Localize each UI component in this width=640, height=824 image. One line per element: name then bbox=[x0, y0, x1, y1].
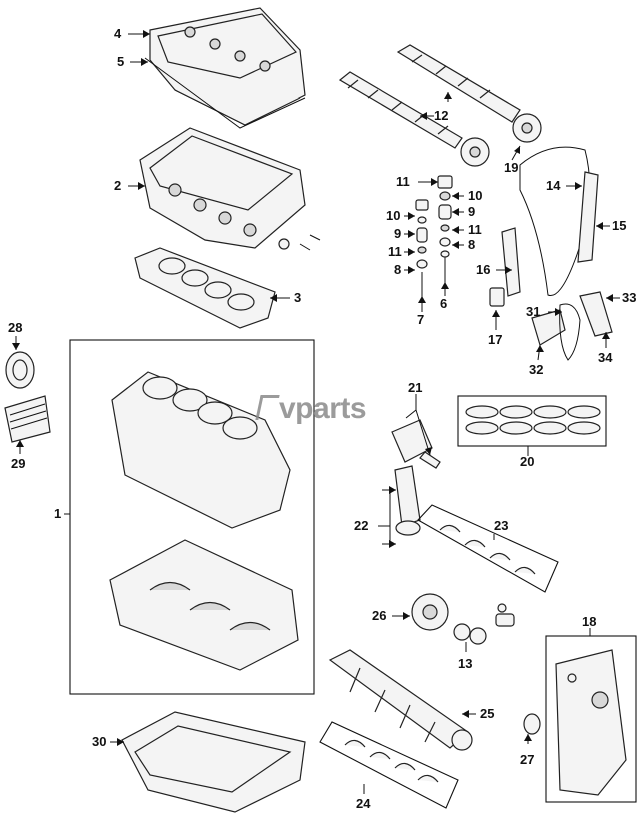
callout-19: 19 bbox=[504, 160, 518, 175]
callout-9-right: 9 bbox=[468, 204, 475, 219]
callout-1: 1 bbox=[54, 506, 61, 521]
callout-22: 22 bbox=[354, 518, 368, 533]
cam-sprockets bbox=[460, 113, 542, 167]
callout-20: 20 bbox=[520, 454, 534, 469]
callout-30: 30 bbox=[92, 734, 106, 749]
crankshaft bbox=[328, 649, 473, 751]
callout-33: 33 bbox=[622, 290, 636, 305]
crank-sprocket-parts bbox=[453, 603, 515, 645]
callout-numbers: 4 5 2 3 11 10 9 11 8 6 10 9 11 8 7 12 19… bbox=[8, 26, 636, 811]
callout-11-left: 11 bbox=[388, 244, 402, 259]
callout-4: 4 bbox=[114, 26, 122, 41]
timing-cover bbox=[545, 635, 637, 803]
callout-15: 15 bbox=[612, 218, 626, 233]
callout-8-left: 8 bbox=[394, 262, 401, 277]
valve-train-parts bbox=[415, 175, 453, 296]
callout-7: 7 bbox=[417, 312, 424, 327]
timing-chain bbox=[501, 146, 599, 297]
callout-17: 17 bbox=[488, 332, 502, 347]
callout-10-left: 10 bbox=[386, 208, 400, 223]
main-bearings bbox=[417, 504, 559, 593]
valve-cover-gasket bbox=[144, 57, 306, 129]
vparts-watermark: vparts bbox=[255, 392, 367, 426]
head-gasket bbox=[134, 247, 276, 329]
callout-34: 34 bbox=[598, 350, 613, 365]
watermark-text: vparts bbox=[279, 392, 367, 425]
camshafts bbox=[338, 44, 521, 149]
callout-2: 2 bbox=[114, 178, 121, 193]
rear-seal-and-baffle bbox=[4, 351, 51, 443]
piston-rings bbox=[457, 395, 607, 447]
callout-23: 23 bbox=[494, 518, 508, 533]
callout-8-right: 8 bbox=[468, 237, 475, 252]
callout-11-right: 11 bbox=[468, 222, 482, 237]
callout-21: 21 bbox=[408, 380, 422, 395]
callout-11-top: 11 bbox=[396, 174, 410, 189]
callout-12: 12 bbox=[434, 108, 448, 123]
callout-26: 26 bbox=[372, 608, 386, 623]
callout-10-right: 10 bbox=[468, 188, 482, 203]
callout-25: 25 bbox=[480, 706, 494, 721]
callout-9-left: 9 bbox=[394, 226, 401, 241]
callout-32: 32 bbox=[529, 362, 543, 377]
crank-pulley bbox=[411, 593, 449, 631]
lower-crankcase bbox=[109, 539, 299, 671]
callout-3: 3 bbox=[294, 290, 301, 305]
callout-31: 31 bbox=[526, 304, 540, 319]
callout-13: 13 bbox=[458, 656, 472, 671]
callout-28: 28 bbox=[8, 320, 22, 335]
callout-5: 5 bbox=[117, 54, 124, 69]
callout-27: 27 bbox=[520, 752, 534, 767]
watermark-logo-mark bbox=[255, 395, 280, 420]
leader-lines bbox=[12, 30, 620, 794]
tensioner-parts bbox=[489, 287, 613, 361]
callout-6: 6 bbox=[440, 296, 447, 311]
callout-18: 18 bbox=[582, 614, 596, 629]
piston-and-rod bbox=[391, 419, 441, 536]
callout-24: 24 bbox=[356, 796, 371, 811]
front-seal bbox=[523, 713, 541, 735]
callout-29: 29 bbox=[11, 456, 25, 471]
oil-pan bbox=[121, 711, 306, 813]
cylinder-head bbox=[139, 127, 321, 251]
rod-bearings bbox=[319, 721, 459, 809]
callout-14: 14 bbox=[546, 178, 561, 193]
callout-16: 16 bbox=[476, 262, 490, 277]
engine-block bbox=[111, 371, 291, 529]
block-assembly-frame bbox=[69, 339, 315, 695]
valve-cover bbox=[149, 7, 306, 126]
